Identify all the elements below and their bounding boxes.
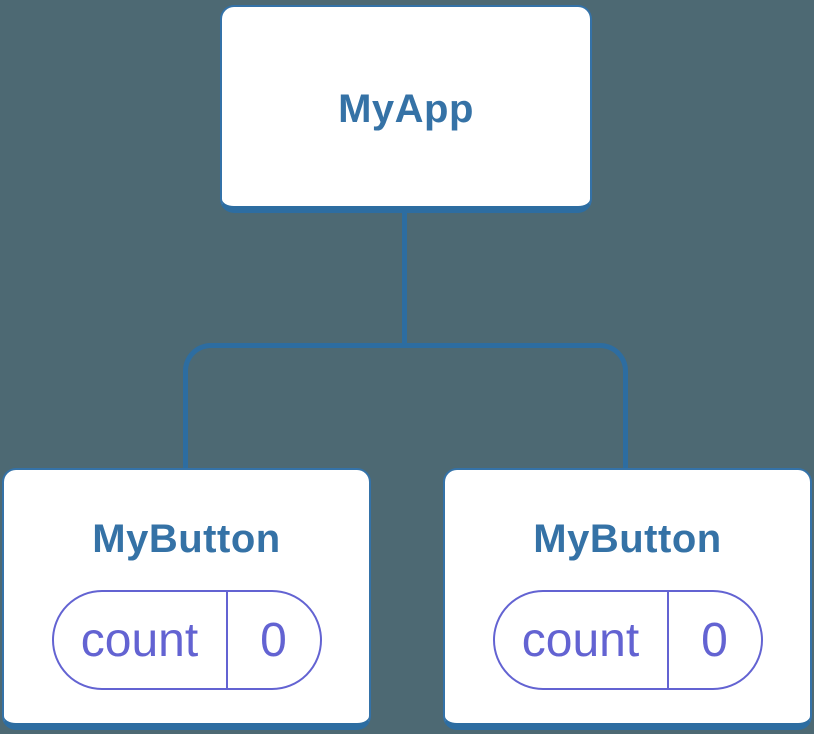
- root-component-node: MyApp: [220, 5, 592, 213]
- branch-connector-line: [183, 343, 628, 468]
- state-value: 0: [701, 613, 728, 667]
- child-component-node-right: MyButton count 0: [443, 468, 812, 730]
- child-component-label: MyButton: [92, 517, 281, 561]
- state-name: count: [54, 592, 228, 688]
- state-name: count: [495, 592, 669, 688]
- state-value: 0: [260, 613, 287, 667]
- state-pill: count 0: [492, 590, 763, 690]
- child-component-node-left: MyButton count 0: [2, 468, 371, 730]
- root-connector-line: [402, 211, 407, 347]
- child-component-label: MyButton: [533, 517, 722, 561]
- root-component-label: MyApp: [338, 86, 474, 131]
- state-pill: count 0: [51, 590, 322, 690]
